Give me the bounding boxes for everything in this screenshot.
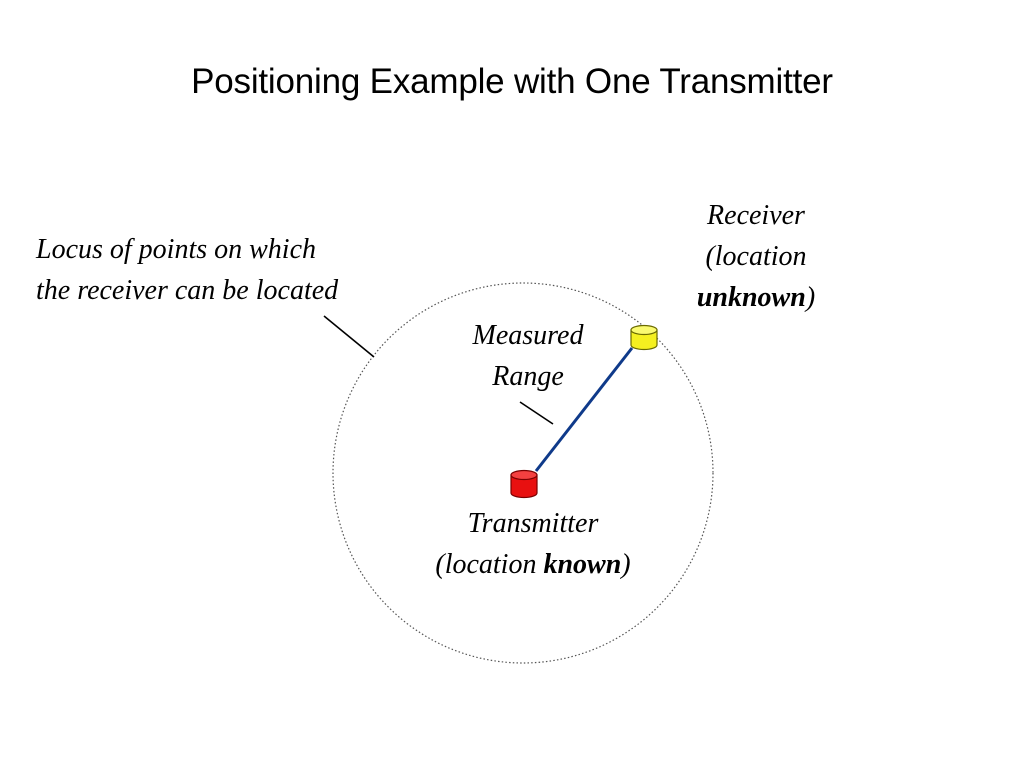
receiver-status-bold: unknown: [696, 282, 806, 313]
receiver-icon: [630, 324, 658, 351]
receiver-label: Receiver (location unknown): [654, 195, 858, 318]
receiver-label-tail: ): [805, 282, 816, 313]
receiver-label-line-2: (location: [705, 241, 807, 272]
transmitter-status-bold: known: [543, 549, 622, 580]
measured-range-label: Measured Range: [438, 315, 618, 397]
locus-label: Locus of points on which the receiver ca…: [36, 229, 338, 311]
locus-label-line-1: Locus of points on which: [36, 234, 317, 265]
locus-circle: [332, 282, 714, 664]
locus-label-line-2: the receiver can be located: [36, 275, 339, 306]
transmitter-label-prefix: (location: [435, 549, 544, 580]
range-label-line-2: Range: [492, 361, 564, 392]
slide-title: Positioning Example with One Transmitter: [191, 62, 833, 101]
transmitter-icon: [510, 469, 538, 499]
transmitter-label-line-1: Transmitter: [467, 508, 599, 539]
range-label-line-1: Measured: [472, 320, 584, 351]
transmitter-label: Transmitter (location known): [398, 503, 668, 585]
receiver-label-line-3: unknown): [654, 277, 858, 318]
transmitter-label-line-2: (location known): [398, 544, 668, 585]
transmitter-label-tail: ): [621, 549, 631, 580]
locus-pointer-line: [323, 315, 375, 358]
range-pointer-line: [519, 401, 554, 425]
measured-range-line: [534, 347, 634, 472]
receiver-label-line-1: Receiver: [707, 200, 805, 231]
